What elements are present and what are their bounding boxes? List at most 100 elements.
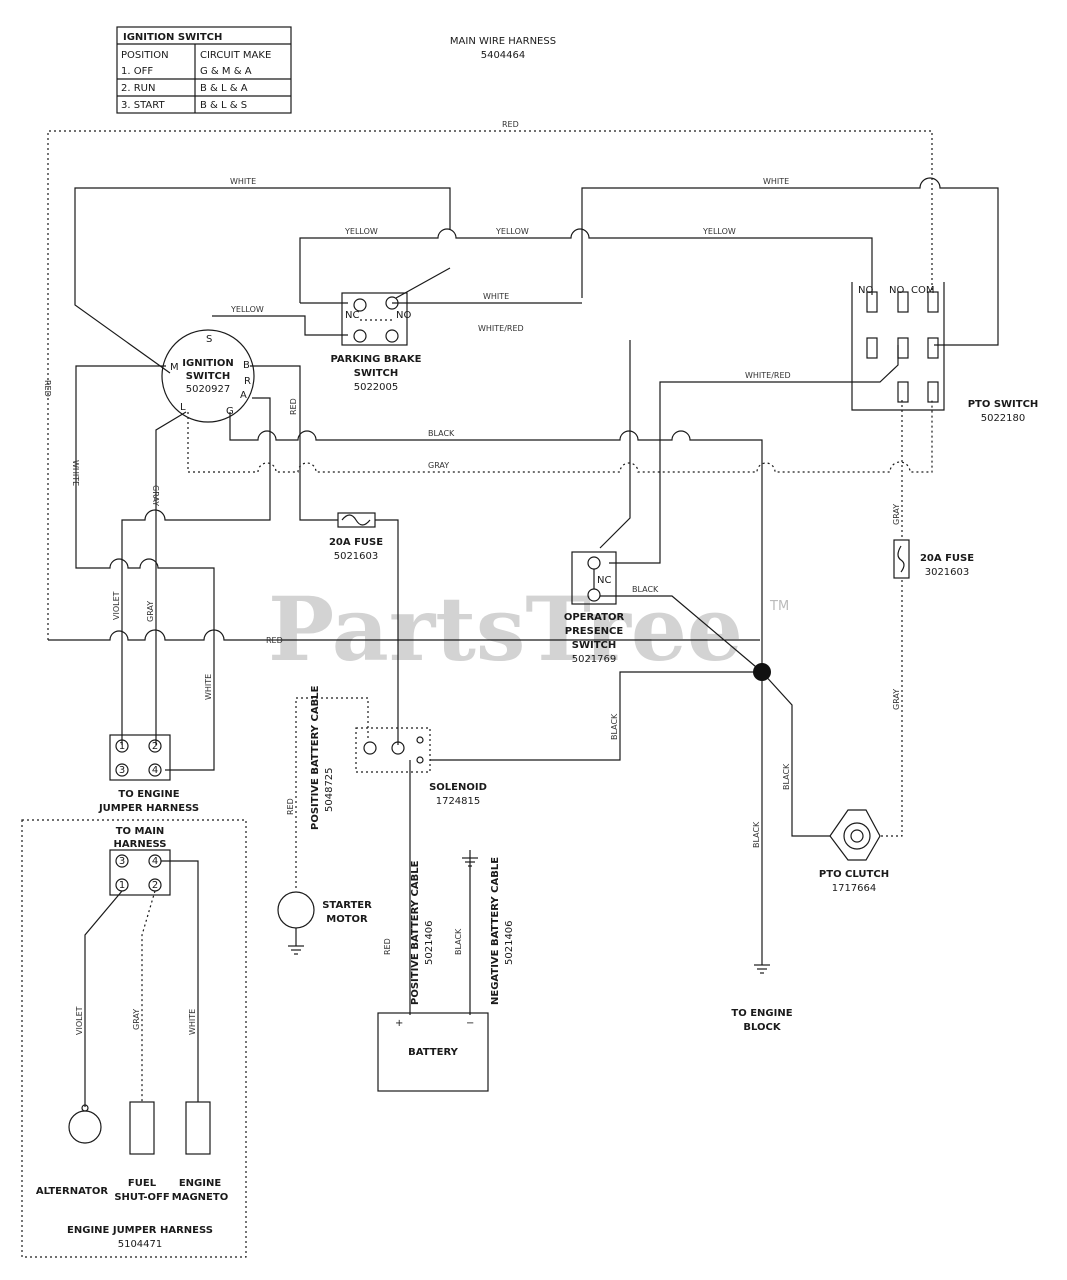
wire-label: GRAY [892,689,901,710]
starter-motor: STARTER MOTOR [277,891,372,955]
wire-label: VIOLET [112,591,121,620]
parking-brake-no: NO [396,310,411,321]
parking-brake-label-2: SWITCH [354,368,398,379]
parking-brake-switch: NC NO PARKING BRAKE SWITCH 5022005 [330,292,422,393]
ignition-terminal-g: G [226,406,234,417]
fuse-main-label: 20A FUSE [329,537,383,548]
jumper-top-label-2: JUMPER HARNESS [98,803,199,814]
wire-label: RED [289,398,298,415]
wire-label: YELLOW [344,227,378,236]
watermark-tm: TM [769,599,789,614]
jumper-top-label-1: TO ENGINE [118,789,179,800]
wire-label: BLACK [632,585,659,594]
main-harness-title: MAIN WIRE HARNESS [450,36,556,47]
pos-cable-1-label: POSITIVE BATTERY CABLE [310,685,321,830]
engine-block-label-1: TO ENGINE [731,1008,792,1019]
battery-positive: + [395,1018,403,1029]
wire-label: WHITE [763,177,789,186]
wire-label: VIOLET [75,1006,84,1035]
fuse-pto-label: 20A FUSE [920,553,974,564]
jumper-box-part: 5104471 [118,1239,163,1250]
operator-switch-part: 5021769 [572,654,617,665]
magneto-label-2: MAGNETO [172,1192,228,1203]
pos-cable-1-part: 5048725 [324,767,335,812]
table-cell-circuit: B & L & A [200,83,248,94]
jumper-box-to-2: HARNESS [114,839,167,850]
table-cell-position: 3. START [121,100,165,111]
ignition-switch-part: 5020927 [186,384,231,395]
ignition-switch-table: IGNITION SWITCH POSITION CIRCUIT MAKE 1.… [116,26,292,114]
magneto-label-1: ENGINE [179,1178,221,1189]
pto-contact-label: COM [911,285,934,296]
pos-cable-2-label: POSITIVE BATTERY CABLE [410,860,421,1005]
operator-switch-nc: NC [597,575,611,586]
operator-switch-label-2: PRESENCE [565,626,624,637]
ignition-terminal-b: B [243,360,250,371]
table-header-circuit: CIRCUIT MAKE [200,50,271,61]
solenoid: SOLENOID 1724815 [355,727,487,807]
connector-pin: 4 [152,765,158,776]
ignition-terminal-l: L [180,402,186,413]
wire-label: YELLOW [702,227,736,236]
fuse-main: 20A FUSE 5021603 [329,512,383,562]
wire-label: RED [43,380,52,397]
table-cell-position: 1. OFF [121,66,153,77]
solenoid-part: 1724815 [436,796,481,807]
connector-pin: 4 [152,856,158,867]
engine-block-ground-icon: TO ENGINE BLOCK [731,964,793,1033]
jumper-box-title: ENGINE JUMPER HARNESS [67,1225,213,1236]
wire-label: GRAY [132,1009,141,1030]
wire-label: RED [266,636,283,645]
operator-presence-switch: NC OPERATOR PRESENCE SWITCH 5021769 [564,551,625,665]
pto-clutch: PTO CLUTCH 1717664 [819,809,889,894]
pto-clutch-part: 1717664 [832,883,877,894]
wire-label: WHITE [483,292,509,301]
battery-label: BATTERY [408,1047,458,1058]
wire-label: RED [286,798,295,815]
wire-label: YELLOW [230,305,264,314]
battery: + − BATTERY [377,1012,489,1092]
wire-label: RED [383,938,392,955]
connector-pin: 3 [119,765,125,776]
pto-contact-label: NO [889,285,904,296]
watermark: PartsTree [268,577,743,681]
wire-label: GRAY [428,461,449,470]
parking-brake-part: 5022005 [354,382,399,393]
starter-label-2: MOTOR [326,914,368,925]
wire-label: BLACK [782,763,791,790]
fuse-pto-part: 3021603 [925,567,970,578]
table-header-position: POSITION [121,50,169,61]
wire-label: GRAY [151,485,160,506]
connector-pin: 1 [119,880,125,891]
engine-block-label-2: BLOCK [743,1022,781,1033]
ignition-terminal-s: S [206,334,212,345]
battery-negative: − [466,1018,474,1029]
jumper-box-to-1: TO MAIN [116,826,165,837]
wire-label: GRAY [892,504,901,525]
pto-switch-part: 5022180 [981,413,1026,424]
operator-switch-label-1: OPERATOR [564,612,625,623]
main-harness-part: 5404464 [481,50,526,61]
battery-ground-icon [462,850,478,867]
wire-label: GRAY [146,601,155,622]
ignition-switch-label-2: SWITCH [186,371,230,382]
pos-cable-2-part: 5021406 [424,920,435,965]
table-title: IGNITION SWITCH [123,32,222,43]
table-cell-position: 2. RUN [121,83,155,94]
wires [47,130,999,1015]
wire-label: BLACK [610,713,619,740]
ignition-terminal-a: A [240,390,247,401]
parking-brake-nc: NC [345,310,359,321]
wire-label: WHITE/RED [745,371,791,380]
alternator-label: ALTERNATOR [36,1186,108,1197]
wire-label: WHITE/RED [478,324,524,333]
connector-pin: 2 [152,880,158,891]
jumper-connector-main: 1 2 3 4 TO ENGINE JUMPER HARNESS [98,734,199,814]
connector-pin: 1 [119,741,125,752]
fuel-shutoff-label-2: SHUT-OFF [114,1192,169,1203]
wire-label: WHITE [204,674,213,700]
operator-switch-label-3: SWITCH [572,640,616,651]
wire-label: BLACK [428,429,455,438]
junction-node [753,663,771,681]
